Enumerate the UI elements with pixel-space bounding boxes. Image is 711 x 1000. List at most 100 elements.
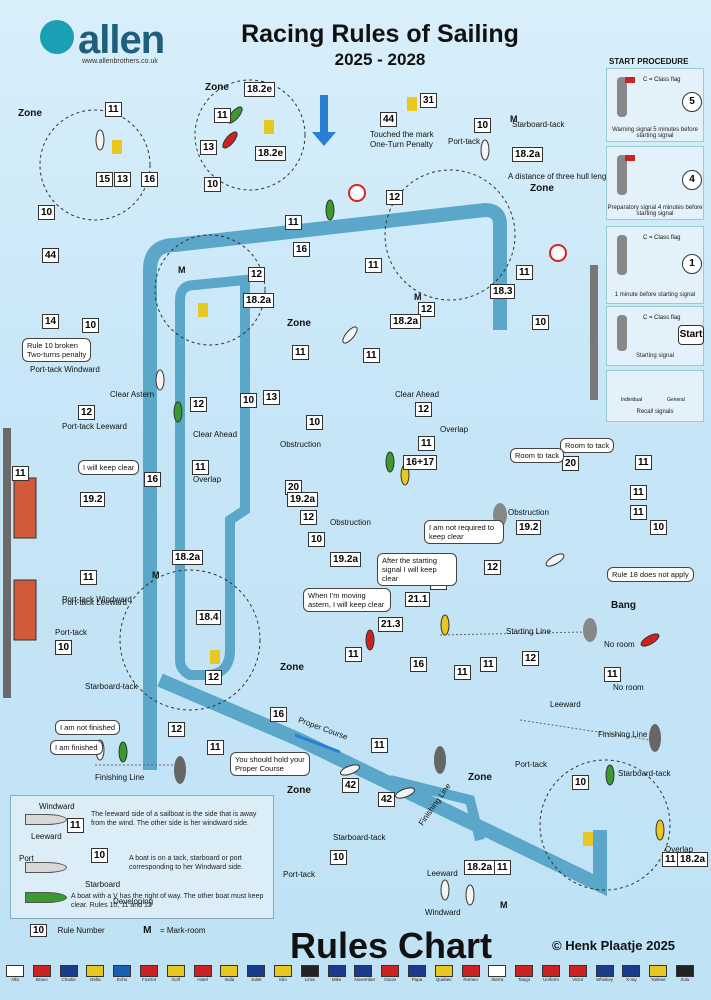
legend-rule-box: 10 bbox=[91, 848, 109, 863]
zone-circle bbox=[384, 169, 516, 301]
rule-box: 18.2a bbox=[464, 860, 496, 875]
recall-signals-text: Recall signals bbox=[636, 409, 674, 415]
label-overlap: Overlap bbox=[193, 475, 222, 484]
rule-box: 10 bbox=[306, 415, 324, 430]
rule-box: 18.2e bbox=[244, 82, 276, 97]
brand-name: allen bbox=[78, 18, 165, 62]
rule-box: 11 bbox=[345, 647, 362, 662]
signal-flag-papa: Papa bbox=[408, 965, 426, 982]
flag-name: Alfa bbox=[11, 977, 19, 982]
rule-box: 11 bbox=[494, 860, 511, 875]
rule-box: 11 bbox=[418, 436, 435, 451]
signal-flag-uniform: Uniform bbox=[542, 965, 560, 982]
rule-box: 11 bbox=[454, 665, 471, 680]
bubble-moving-astern: When I'm moving astern, I will keep clea… bbox=[303, 588, 391, 612]
flag-name: Quebec bbox=[435, 977, 452, 982]
flag-name: Victor bbox=[572, 977, 584, 982]
flag-name: Oscar bbox=[384, 977, 397, 982]
start-step-number: Start bbox=[678, 325, 704, 345]
rule-box: 11 bbox=[480, 657, 497, 672]
copyright: © Henk Plaatje 2025 bbox=[552, 938, 676, 953]
rule-box: 16 bbox=[410, 657, 428, 672]
label-finishing-line-2: Finishing Line bbox=[598, 730, 648, 739]
signal-flag-juliet: Juliet bbox=[247, 965, 266, 982]
label-touched-mark: Touched the mark bbox=[370, 130, 434, 139]
label-starboard-tack-3: Starboard-tack bbox=[618, 769, 671, 778]
mark-icon bbox=[112, 140, 122, 154]
flag-icon bbox=[515, 965, 534, 977]
label-obstruction-3: Obstruction bbox=[330, 518, 371, 527]
boats bbox=[95, 106, 665, 906]
mark-icon bbox=[407, 97, 417, 111]
label-starting-line: Starting Line bbox=[506, 627, 551, 636]
bubble-rule18: Rule 18 does not apply bbox=[607, 567, 694, 582]
rule-box: 12 bbox=[522, 651, 540, 666]
signal-flag-hotel: Hotel bbox=[193, 965, 212, 982]
label-three-hull: A distance of three hull lengths bbox=[508, 172, 617, 181]
flag-name: Echo bbox=[117, 977, 128, 982]
rule-box: 18.2a bbox=[172, 550, 204, 565]
flag-icon bbox=[381, 965, 400, 977]
signal-flag-foxtrot: Foxtrot bbox=[140, 965, 158, 982]
rule-box: 18.2a bbox=[677, 852, 709, 867]
prohibited-icon bbox=[549, 244, 567, 262]
rule-box: 19.2 bbox=[80, 492, 106, 507]
zone-label: Zone bbox=[468, 772, 492, 783]
rule-box: 19.2 bbox=[516, 520, 542, 535]
brand-url: www.allenbrothers.co.uk bbox=[82, 58, 158, 65]
committee-boat-icon bbox=[617, 155, 627, 195]
rule-box: 11 bbox=[363, 348, 380, 363]
mark-icon bbox=[583, 832, 593, 846]
rule-box: 14 bbox=[42, 314, 60, 329]
legend-windward: Windward bbox=[39, 802, 75, 811]
rule-box: 44 bbox=[380, 112, 398, 127]
flag-icon bbox=[542, 965, 560, 977]
flag-name: Lima bbox=[304, 977, 315, 982]
bubble-room-to-tack-2: Room to tack bbox=[510, 448, 565, 463]
rule-box: 13 bbox=[263, 390, 281, 405]
class-flag-label: C = Class flag bbox=[643, 77, 681, 83]
rule-box: 12 bbox=[78, 405, 96, 420]
rule-box: 21.1 bbox=[405, 592, 431, 607]
flag-name: Tango bbox=[518, 977, 531, 982]
bubble-room-to-tack: Room to tack bbox=[560, 438, 615, 453]
rule-box: 11 bbox=[285, 215, 302, 230]
rule-box: 10 bbox=[308, 532, 326, 547]
zone-circle bbox=[119, 569, 261, 711]
committee-boat-icon bbox=[617, 77, 627, 117]
flag-icon bbox=[32, 965, 51, 977]
label-port-tack-leeward-2: Port-tack Leeward bbox=[62, 598, 127, 607]
rule-box: 10 bbox=[82, 318, 100, 333]
legend-rule-number: Rule Number bbox=[57, 926, 105, 935]
mark-icon bbox=[198, 303, 208, 317]
label-overlap-3: Overlap bbox=[665, 845, 694, 854]
bubble-not-finished: I am not finished bbox=[55, 720, 121, 735]
legend-mark-room: = Mark-room bbox=[159, 926, 206, 935]
label-starboard-tack: Starboard-tack bbox=[512, 120, 565, 129]
rule-box: 12 bbox=[415, 402, 433, 417]
rule-box: 18.2e bbox=[255, 146, 287, 161]
rule-box: 12 bbox=[418, 302, 436, 317]
page-years: 2025 - 2028 bbox=[334, 50, 426, 69]
flag-icon bbox=[488, 965, 507, 977]
flag-icon bbox=[622, 965, 641, 977]
rule-box: 11 bbox=[207, 740, 224, 755]
finishing-line-2 bbox=[519, 719, 651, 741]
rule-box: 44 bbox=[42, 248, 60, 263]
pier bbox=[3, 428, 11, 698]
zone-label: Zone bbox=[280, 662, 304, 673]
label-finishing-line: Finishing Line bbox=[95, 773, 145, 782]
recall-individual: Individual bbox=[621, 397, 643, 403]
rule-box: 18.4 bbox=[196, 610, 222, 625]
rule-box: 42 bbox=[378, 792, 396, 807]
rule-box: 16 bbox=[144, 472, 162, 487]
zone-label: Zone bbox=[287, 318, 311, 329]
rule-box: 31 bbox=[420, 93, 438, 108]
committee-boat-icon bbox=[434, 746, 446, 774]
flag-name: Yankee bbox=[650, 977, 666, 982]
rule-box: 19.2a bbox=[287, 492, 319, 507]
flag-name: November bbox=[354, 977, 376, 982]
signal-flag-golf: Golf bbox=[166, 965, 185, 982]
flag-name: Uniform bbox=[543, 977, 559, 982]
legend-port: Port bbox=[19, 854, 34, 863]
